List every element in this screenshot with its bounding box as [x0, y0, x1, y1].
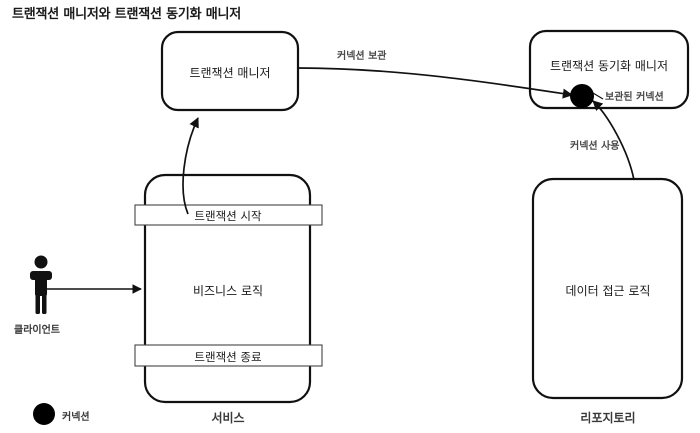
transaction-begin-band	[134, 204, 323, 226]
client-actor-icon	[30, 255, 52, 314]
transaction-begin-label: 트랜잭션 시작	[194, 209, 262, 223]
repository-caption: 리포지토리	[580, 411, 636, 425]
client-caption: 클라이언트	[14, 325, 60, 336]
business-logic-label: 비즈니스 로직	[192, 284, 264, 298]
connection-dot	[570, 84, 594, 108]
stored-connection-pointer	[592, 92, 604, 100]
use-connection-label: 커넥션 사용	[570, 141, 620, 152]
page-title: 트랜잭션 매니저와 트랜잭션 동기화 매니저	[12, 7, 241, 22]
store-connection-label: 커넥션 보관	[337, 51, 387, 62]
service-to-transaction-manager-arrow	[182, 117, 199, 215]
legend-connection-label: 커넥션	[62, 412, 90, 423]
use-connection-arrow	[592, 100, 635, 181]
transaction-manager-box	[160, 30, 300, 112]
transaction-manager-label: 트랜잭션 매니저	[189, 66, 271, 80]
transaction-end-label: 트랜잭션 종료	[194, 350, 262, 364]
sync-manager-label: 트랜잭션 동기화 매니저	[549, 59, 669, 73]
stored-connection-label: 보관된 커넥션	[605, 92, 664, 103]
data-access-logic-label: 데이터 접근 로직	[565, 284, 651, 298]
service-caption: 서비스	[211, 411, 245, 425]
repository-box	[531, 177, 684, 400]
transaction-end-band	[134, 344, 323, 367]
store-connection-arrow	[297, 67, 574, 99]
legend-connection-dot	[33, 403, 55, 425]
